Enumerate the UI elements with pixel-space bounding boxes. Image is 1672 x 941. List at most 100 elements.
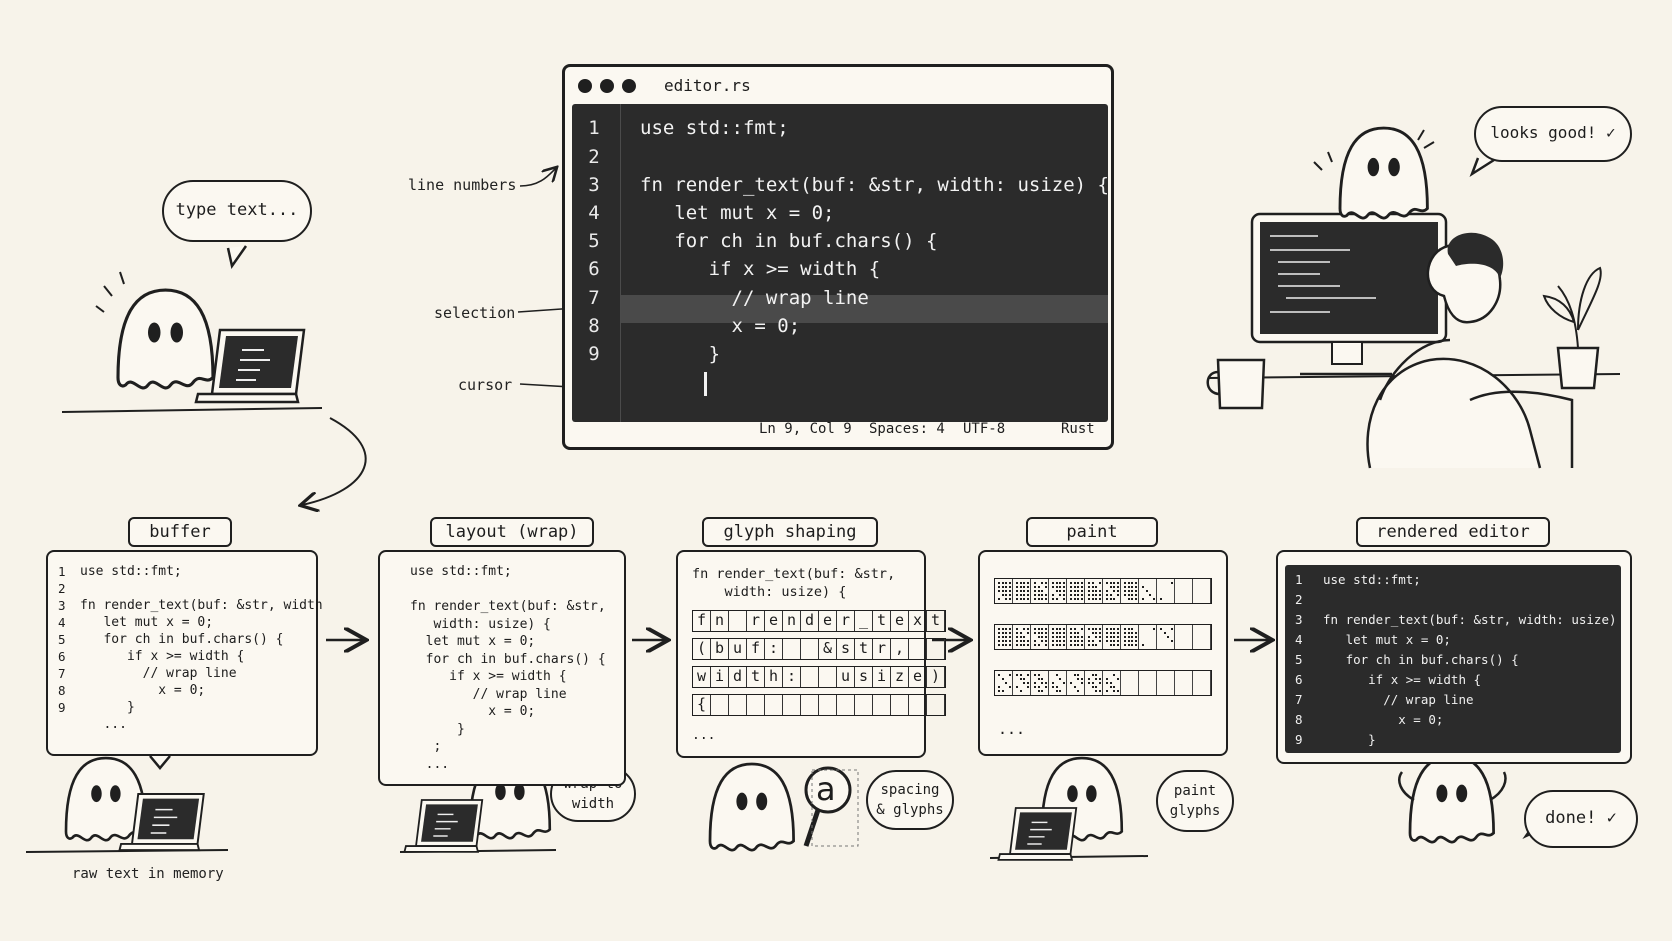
code-line: // wrap line (80, 666, 237, 681)
status-position[interactable]: Ln 9, Col 9 (759, 421, 852, 437)
line-number: 4 (588, 202, 600, 224)
glyph-cell: , (891, 639, 909, 659)
stage-label-paint: paint (1026, 517, 1158, 547)
code-line: if x >= width { (410, 669, 567, 684)
layout-panel: use std::fmt;fn render_text(buf: &str, w… (378, 550, 626, 786)
line-number: 1 (588, 117, 600, 139)
glyph-cell: _ (855, 611, 873, 631)
code-line: ... (80, 717, 127, 732)
code-line: use std::fmt; (1323, 572, 1421, 587)
code-line: if x >= width { (1323, 672, 1482, 687)
glyph-cell: ( (693, 639, 711, 659)
glyph-cell: e (765, 611, 783, 631)
glyph-row: { (692, 694, 946, 716)
glyph-cell: z (891, 667, 909, 687)
code-line: let mut x = 0; (640, 202, 835, 224)
line-number: 4 (58, 615, 66, 630)
glyph-cell: : (765, 639, 783, 659)
glyph-cell: s (837, 639, 855, 659)
editor-code-area[interactable]: 1 2 3 4 5 6 7 8 9 use std::fmt; fn rende… (572, 104, 1108, 422)
code-line: for ch in buf.chars() { (410, 651, 606, 667)
status-language[interactable]: Rust (1061, 421, 1095, 437)
line-number: 2 (1295, 592, 1303, 607)
glyph-cell: r (747, 611, 765, 631)
code-line: fn render_text(buf: &str, width: usize) … (640, 174, 1108, 196)
bubble-text: glyphs (1169, 803, 1221, 819)
glyph-cell: r (837, 611, 855, 631)
window-close-dot[interactable] (578, 79, 592, 93)
code-line: x = 0; (80, 683, 206, 698)
line-number: 5 (1295, 652, 1303, 667)
glyph-cell: b (711, 639, 729, 659)
glyph-cell (909, 695, 927, 715)
code-line: x = 0; (410, 704, 536, 719)
selection-highlight (620, 295, 1108, 323)
glyph-cell: & (819, 639, 837, 659)
window-maximize-dot[interactable] (622, 79, 636, 93)
code-line: } (410, 721, 465, 737)
glyph-cell: t (873, 611, 891, 631)
glyph-cell: i (873, 667, 891, 687)
status-encoding[interactable]: UTF-8 (963, 421, 1006, 437)
bubble-text: & glyphs (876, 802, 944, 818)
line-number: 7 (58, 666, 66, 681)
glyph-cell: e (891, 611, 909, 631)
glyph-cell (891, 695, 909, 715)
bubble-paint-glyphs: paint glyphs (1156, 770, 1234, 832)
glyph-cell (765, 695, 783, 715)
callout-line-numbers: line numbers (408, 176, 517, 194)
bubble-text: width (571, 796, 615, 812)
glyph-cell (747, 695, 765, 715)
shaping-line: fn render_text(buf: &str, (692, 566, 896, 582)
code-line: ... (410, 756, 450, 772)
code-line: fn render_text(buf: &str, (410, 599, 606, 614)
ghost-paint-illustration (989, 756, 1149, 861)
status-bar: Ln 9, Col 9 Spaces: 4 UTF-8 Rust (565, 421, 1111, 441)
shaping-ellipsis: ... (692, 728, 716, 743)
glyph-cell (711, 695, 729, 715)
line-number: 4 (1295, 632, 1303, 647)
painted-glyph-row (994, 578, 1212, 604)
glyph-cell: t (747, 667, 765, 687)
code-line: } (1323, 732, 1376, 747)
line-number-gutter: 1 2 3 4 5 6 7 8 9 (572, 104, 621, 422)
glyph-cell (783, 695, 801, 715)
line-number: 9 (588, 343, 600, 365)
line-number: 8 (1295, 712, 1303, 727)
code-line: let mut x = 0; (80, 615, 214, 630)
painted-glyph-row (994, 624, 1212, 650)
glyph-cell (801, 667, 819, 687)
window-minimize-dot[interactable] (600, 79, 614, 93)
glyph-cell: x (909, 611, 927, 631)
glyph-cell: d (729, 667, 747, 687)
line-number: 5 (588, 230, 600, 252)
code-line: width: usize) { (410, 616, 551, 632)
glyph-cell (873, 695, 891, 715)
line-number: 6 (58, 649, 66, 664)
bubble-text: spacing (880, 782, 940, 798)
glyph-cell (783, 639, 801, 659)
stage-label-rendered-editor: rendered editor (1356, 517, 1550, 547)
paint-panel: ... (978, 550, 1228, 756)
glyph-cell (837, 695, 855, 715)
code-line: let mut x = 0; (1323, 632, 1451, 647)
shaping-line: width: usize) { (692, 584, 847, 600)
code-line: if x >= width { (80, 649, 245, 664)
bubble-text: paint (1173, 783, 1217, 799)
glyph-cell: e (819, 611, 837, 631)
code-line: // wrap line (1323, 692, 1474, 707)
line-number: 5 (58, 632, 66, 647)
status-indentation[interactable]: Spaces: 4 (869, 421, 945, 437)
glyph-cell (909, 639, 927, 659)
glyph-cell (729, 695, 747, 715)
glyph-cell (855, 695, 873, 715)
glyph-cell: f (693, 611, 711, 631)
code-line: // wrap line (410, 686, 567, 702)
glyph-cell: : (783, 667, 801, 687)
ghost-layout-illustration (399, 754, 557, 853)
editor-filename: editor.rs (664, 76, 751, 95)
glyph-cell: ) (927, 667, 945, 687)
bubble-type-text: type text... (162, 180, 312, 242)
